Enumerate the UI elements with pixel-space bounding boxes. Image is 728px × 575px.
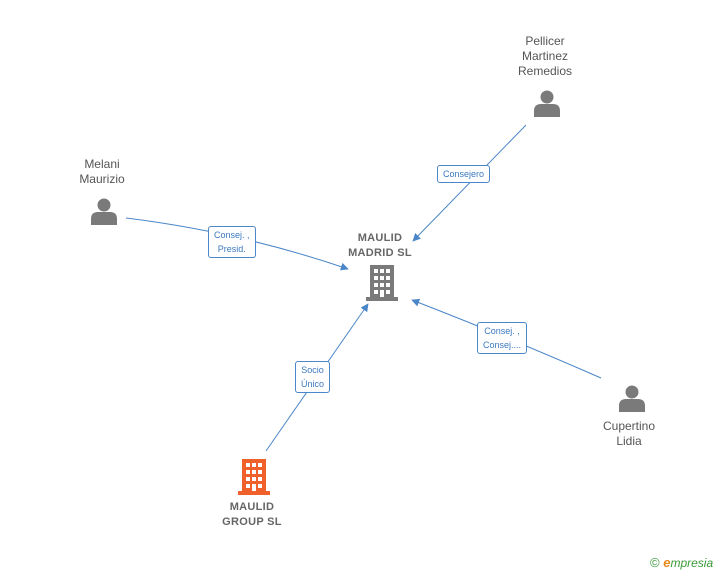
node-label-line: Pellicer	[525, 34, 565, 48]
copyright-symbol: ©	[650, 555, 660, 570]
node-label-line: MAULID	[229, 501, 275, 513]
edge-label-line: Único	[301, 379, 325, 389]
brand-logo-e: e	[663, 555, 671, 570]
person-icon[interactable]	[618, 384, 646, 412]
node-label-line: Melani	[84, 157, 120, 171]
node-label-line: Lidia	[616, 434, 642, 448]
node-label-line: MADRID SL	[348, 247, 412, 259]
edge-label-line: Presid.	[217, 244, 246, 254]
node-label-line: Maurizio	[79, 172, 125, 186]
node-label-maulid-group[interactable]: MAULID GROUP SL	[202, 500, 302, 530]
edge-label-line: Consejero	[443, 169, 485, 179]
node-label-line: MAULID	[357, 232, 403, 244]
node-label-line: Martinez	[521, 49, 568, 63]
node-label-maulid-madrid[interactable]: MAULID MADRID SL	[330, 231, 430, 261]
edge-label-consejero[interactable]: Consejero	[437, 165, 491, 183]
node-label-melani[interactable]: Melani Maurizio	[62, 157, 142, 187]
brand-logo-text: mpresia	[670, 556, 714, 570]
edge-label-line: Consej. ,	[214, 230, 250, 240]
building-icon-highlighted[interactable]	[238, 459, 270, 495]
edge-label-consej-consej[interactable]: Consej. , Consej....	[477, 322, 528, 354]
node-label-cupertino[interactable]: Cupertino Lidia	[589, 419, 669, 449]
building-icon[interactable]	[366, 265, 398, 301]
node-label-line: Cupertino	[602, 419, 656, 433]
edge-label-socio-unico[interactable]: Socio Único	[295, 361, 331, 393]
edge-label-consej-presid[interactable]: Consej. , Presid.	[208, 226, 256, 258]
node-label-line: GROUP SL	[222, 516, 282, 528]
brand-watermark: © empresia	[650, 555, 713, 570]
edge-label-line: Consej. ,	[484, 326, 520, 336]
edge-pellicer-to-madrid	[412, 124, 527, 242]
node-label-line: Remedios	[517, 64, 573, 78]
edge-label-line: Socio	[301, 365, 324, 375]
person-icon[interactable]	[90, 197, 118, 225]
person-icon[interactable]	[533, 89, 561, 117]
node-label-pellicer[interactable]: Pellicer Martinez Remedios	[505, 34, 585, 79]
edge-label-line: Consej....	[483, 340, 522, 350]
